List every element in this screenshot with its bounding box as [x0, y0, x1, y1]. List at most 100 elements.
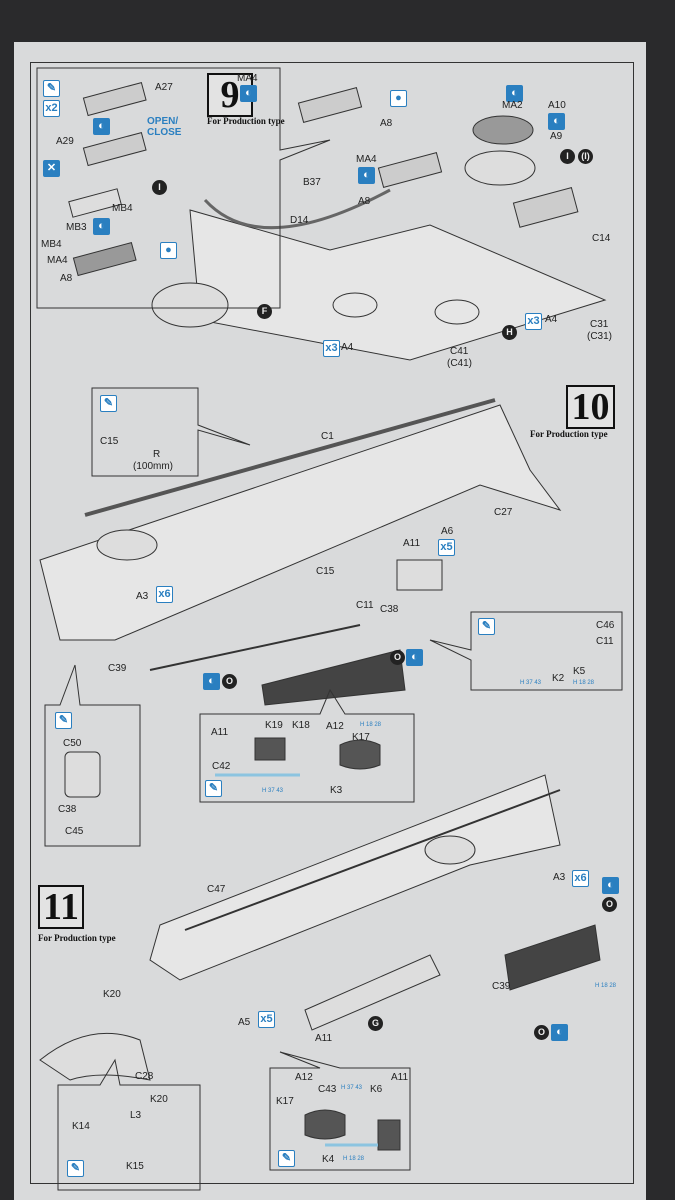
part-label: A11 [391, 1072, 409, 1083]
multiplier-badge: x6 [572, 870, 589, 887]
part-label: (C41) [447, 358, 473, 369]
remove-part-icon: ✕ [43, 160, 60, 177]
grille-a29 [82, 131, 147, 167]
paint-code: H 18 28 [573, 680, 595, 686]
part-label: C43 [318, 1084, 337, 1095]
grille-mb3 [68, 188, 122, 218]
multiplier-badge: x5 [438, 539, 455, 556]
part-label: K15 [126, 1161, 144, 1172]
step-10-number: 10 [566, 385, 615, 429]
sequence-marker: (I) [578, 149, 593, 164]
part-label: A8 [358, 196, 371, 207]
hull-side-step10 [39, 404, 562, 641]
part-label: MA2 [502, 100, 523, 111]
part-label: C39 [108, 663, 127, 674]
multiplier-badge: x3 [323, 340, 340, 357]
dimension-label: R [153, 449, 161, 460]
multiplier-badge: x2 [43, 100, 60, 117]
part-label: C46 [596, 620, 615, 631]
part-label: MB4 [41, 239, 62, 250]
part-label: C15 [100, 436, 119, 447]
sequence-marker: O [390, 650, 405, 665]
part-label: K4 [322, 1154, 335, 1165]
paint-code: H 37 43 [520, 680, 542, 686]
hatch-round [332, 292, 378, 318]
part-label: K19 [265, 720, 283, 731]
part-label: A3 [136, 591, 149, 602]
part-label: A29 [56, 136, 74, 147]
jack-k4 [377, 1119, 401, 1151]
inset-frame [44, 664, 141, 847]
paint-brush-icon: ✎ [478, 618, 495, 635]
jack-block-k17 [339, 739, 381, 770]
part-label: (C31) [587, 331, 613, 342]
part-label: A8 [380, 118, 393, 129]
step-11-subtitle: For Production type [38, 933, 116, 943]
part-label: C27 [494, 507, 513, 518]
open-close-note: OPEN/ CLOSE [147, 116, 182, 138]
paint-brush-icon: ✎ [67, 1160, 84, 1177]
sequence-marker: H [502, 325, 517, 340]
sequence-marker: G [368, 1016, 383, 1031]
part-label: A11 [211, 727, 229, 738]
multiplier-badge: x5 [258, 1011, 275, 1028]
part-label: A4 [341, 342, 354, 353]
choose-option-icon: ◐ [93, 218, 110, 235]
part-label: K17 [276, 1096, 294, 1107]
part-label: A11 [403, 538, 421, 549]
hull-side-step11 [149, 774, 561, 981]
hatch-step11 [424, 835, 476, 865]
part-label: C45 [65, 826, 84, 837]
inset-frame [199, 688, 415, 803]
part-label: A6 [441, 526, 454, 537]
part-label: A11 [315, 1033, 333, 1044]
track-links-step11 [504, 924, 601, 991]
part-label: A5 [238, 1017, 251, 1028]
part-label: C11 [356, 600, 374, 611]
step-11-number: 11 [38, 885, 84, 929]
part-label: A12 [295, 1072, 313, 1083]
paint-brush-icon: ✎ [278, 1150, 295, 1167]
part-label: MB4 [112, 203, 133, 214]
jack-k19 [254, 737, 286, 761]
inset-frame [429, 611, 623, 691]
hatch-ring-a9 [464, 150, 536, 186]
choose-option-icon: ◐ [358, 167, 375, 184]
choose-option-icon: ◐ [203, 673, 220, 690]
hatch-ring-f [151, 282, 229, 328]
sequence-marker: F [257, 304, 272, 319]
glue-icon: ● [390, 90, 407, 107]
part-label: D14 [290, 215, 309, 226]
part-label: A9 [550, 131, 563, 142]
paint-brush-icon: ✎ [55, 712, 72, 729]
part-label: K18 [292, 720, 310, 731]
part-label: C28 [135, 1071, 154, 1082]
part-label: K14 [72, 1121, 90, 1132]
glue-icon: ● [160, 242, 177, 259]
paint-code: H 37 43 [262, 788, 284, 794]
sequence-marker: O [602, 897, 617, 912]
stowage-box-c38 [396, 559, 443, 591]
hatch-round-2 [434, 299, 480, 325]
grille-a8-mid [377, 151, 443, 189]
part-label: MA4 [356, 154, 377, 165]
part-label: K3 [330, 785, 343, 796]
part-label: A3 [553, 872, 566, 883]
paint-brush-icon: ✎ [100, 395, 117, 412]
paint-code: H 18 28 [343, 1156, 365, 1162]
choose-option-icon: ◐ [240, 85, 257, 102]
paint-code: H 18 28 [595, 983, 617, 989]
part-label: C11 [596, 636, 614, 647]
paint-code: H 18 28 [360, 722, 382, 728]
page-frame [30, 62, 634, 1184]
choose-option-icon: ◐ [406, 649, 423, 666]
multiplier-badge: x3 [525, 313, 542, 330]
part-label: A8 [60, 273, 73, 284]
hull-plate-step9 [189, 209, 607, 361]
part-label: MB3 [66, 222, 87, 233]
part-label: C15 [316, 566, 335, 577]
part-label: MA4 [47, 255, 68, 266]
part-label: K5 [573, 666, 586, 677]
choose-option-icon: ◐ [93, 118, 110, 135]
paint-code: H 37 43 [341, 1085, 363, 1091]
